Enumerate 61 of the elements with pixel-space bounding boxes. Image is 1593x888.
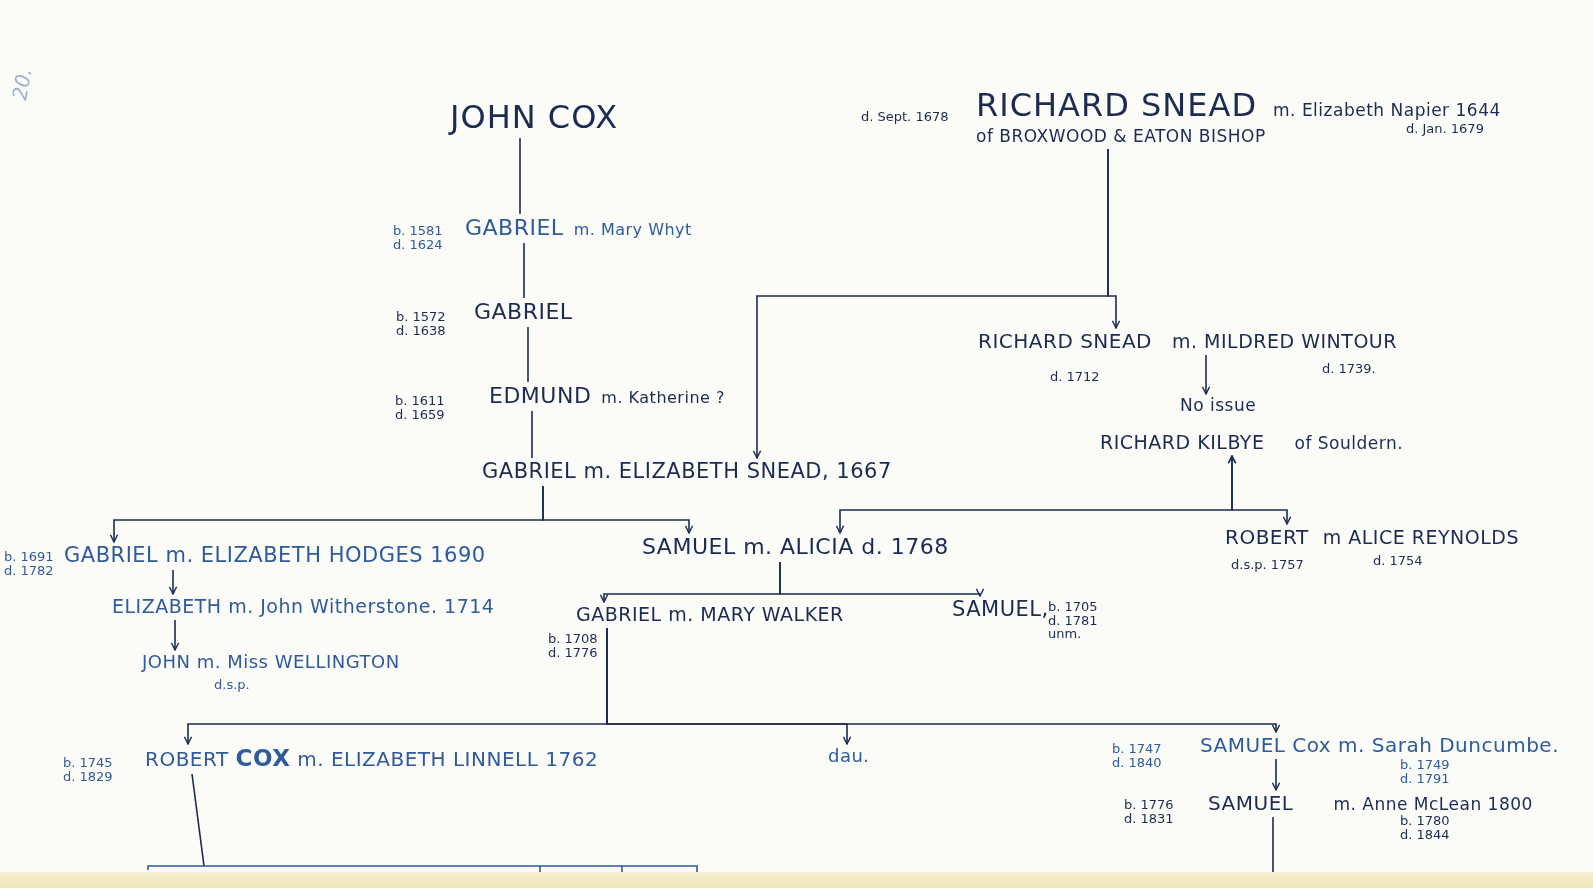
date-note: d. 1754 (1373, 554, 1424, 568)
person-name: GABRIEL (474, 300, 573, 325)
connector-line (542, 485, 694, 534)
person-name: RICHARD SNEAD (976, 88, 1257, 124)
date-note: b. 1572 d. 1638 (396, 310, 447, 338)
person-name: ELIZABETH m. John Witherstone. 1714 (112, 596, 495, 617)
date-note: d.s.p. (214, 678, 251, 692)
family-note: m. Anne McLean 1800 (1333, 795, 1533, 814)
date-note: d. 1739. (1322, 362, 1377, 376)
page-number: 20. (7, 66, 37, 102)
connector-line (1271, 758, 1281, 791)
date-note: b. 1776 d. 1831 (1124, 798, 1175, 826)
connector-line (779, 561, 985, 597)
person-name: JOHN m. Miss WELLINGTON (142, 652, 400, 672)
person-name: GABRIEL m. ELIZABETH SNEAD, 1667 (482, 460, 892, 484)
person-name: GABRIEL (465, 216, 564, 241)
family-note: m. Mary Whyt (573, 221, 692, 239)
person-name: dau. (828, 746, 870, 766)
connector-line (170, 619, 180, 651)
connector-line (1227, 455, 1292, 525)
family-note: m. Elizabeth Napier 1644 (1273, 101, 1501, 120)
family-note: m ALICE REYNOLDS (1322, 527, 1519, 548)
date-note: d. Jan. 1679 (1406, 122, 1485, 136)
date-note: b. 1747 d. 1840 (1112, 742, 1163, 770)
family-note: of BROXWOOD & EATON BISHOP (976, 127, 1266, 146)
date-note: b. 1691 d. 1782 (4, 550, 55, 578)
date-note: b. 1705 d. 1781 unm. (1048, 600, 1099, 641)
family-note: of Souldern. (1294, 434, 1404, 453)
person-name: ROBERT (1225, 526, 1309, 548)
connector-line (168, 569, 178, 595)
family-note: m. Katherine ? (601, 389, 725, 407)
date-note: b. 1745 d. 1829 (63, 756, 114, 784)
person-name: No issue (1180, 396, 1257, 415)
connector-line (531, 410, 533, 459)
person-name: RICHARD KILBYE (1100, 432, 1265, 453)
date-note: b. 1780 d. 1844 (1400, 814, 1451, 842)
person-name: EDMUND (489, 384, 592, 409)
connector-line (519, 137, 521, 215)
family-note: m. MILDRED WINTOUR (1172, 331, 1397, 352)
connector-line (1201, 354, 1211, 395)
person-name: SAMUEL Cox m. Sarah Duncumbe. (1200, 734, 1559, 756)
date-note: d.s.p. 1757 (1231, 558, 1305, 572)
date-note: d. Sept. 1678 (861, 110, 950, 124)
person-name: GABRIEL m. ELIZABETH HODGES 1690 (64, 544, 486, 568)
person-name: SAMUEL (1208, 792, 1294, 814)
person-name: ROBERT COX m. ELIZABETH LINNELL 1762 (145, 746, 599, 772)
date-note: b. 1749 d. 1791 (1400, 758, 1451, 786)
person-name: RICHARD SNEAD (978, 330, 1152, 352)
person-name: GABRIEL m. MARY WALKER (576, 604, 844, 625)
date-note: b. 1581 d. 1624 (393, 224, 444, 252)
date-note: d. 1712 (1050, 370, 1101, 384)
person-name: JOHN COX (450, 100, 619, 136)
connector-line (191, 773, 205, 867)
connector-line (606, 627, 1281, 733)
person-name: SAMUEL m. ALICIA d. 1768 (642, 535, 949, 560)
date-note: b. 1708 d. 1776 (548, 632, 599, 660)
connector-line (527, 326, 529, 383)
connector-line (752, 148, 1109, 459)
person-name: SAMUEL, (952, 598, 1049, 621)
date-note: b. 1611 d. 1659 (395, 394, 446, 422)
connector-line (523, 242, 525, 299)
